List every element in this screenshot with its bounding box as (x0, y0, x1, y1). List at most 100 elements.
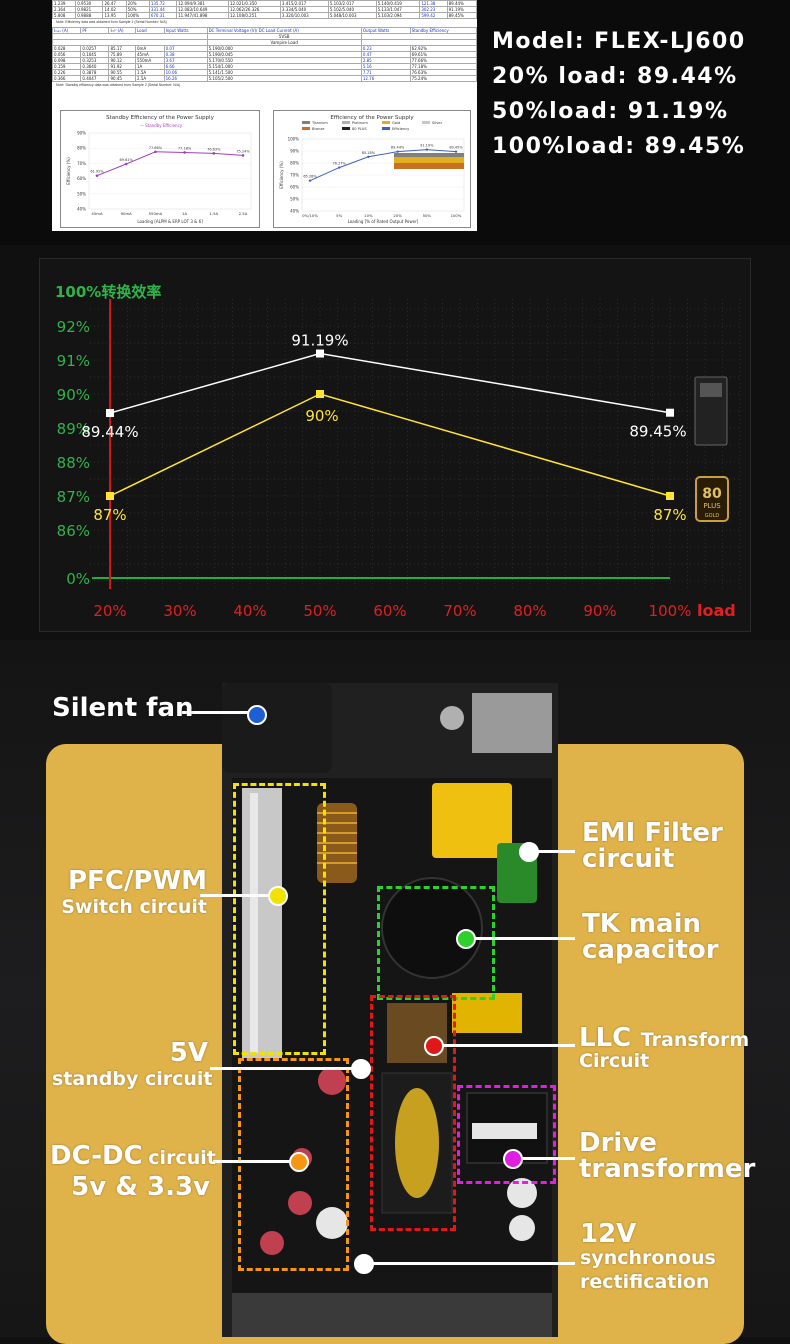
mini-chart-2-point (367, 155, 370, 158)
badge-80plus-gold (695, 476, 729, 522)
chart-data-label: 87% (653, 506, 686, 524)
mini-chart-2-legend-swatch (342, 127, 350, 130)
drive-line-2: transformer (579, 1154, 756, 1184)
mini-chart-2-band (394, 163, 464, 169)
mini-chart-2-ylabel: Efficiency (%) (279, 161, 284, 189)
mini-chart-1-ytick: 60% (77, 176, 86, 181)
mini-chart-2-legend-label: Titanium (311, 121, 328, 125)
mini-chart-1-label: 61.92% (90, 170, 104, 174)
emi-marker-dot (519, 842, 539, 862)
standby-label: 5V standby circuit (52, 1040, 213, 1092)
mini-chart-2-point (308, 179, 312, 182)
chart-y-tick: 86% (57, 522, 90, 540)
mini-chart-1-ytick: 80% (77, 146, 86, 151)
v12-line-1: 12V (580, 1219, 637, 1249)
report-cell: 670.31 (148, 12, 178, 19)
tk-line-1: TK main (582, 909, 701, 939)
chart-y-tick: 91% (57, 352, 90, 370)
dcdc-line-2: 5v & 3.3v (71, 1172, 210, 1202)
chart-title: 100%转换效率 (55, 283, 161, 301)
mini-chart-2-ytick: 50% (290, 197, 299, 202)
llc-small-2: Circuit (579, 1050, 650, 1072)
llc-label: LLC Transform Circuit (579, 1025, 749, 1072)
report-cell: 11.947/41.898 (176, 12, 230, 19)
report-cell: 90.45 (108, 75, 137, 82)
drive-leader-line (518, 1157, 575, 1160)
chart-x-tick: 80% (513, 602, 546, 620)
tk-marker-dot (456, 929, 476, 949)
chart-x-tick: 20% (93, 602, 126, 620)
mini-chart-1-line (96, 151, 244, 177)
dcdc-small: circuit (148, 1147, 216, 1169)
mini-chart-1-point (154, 150, 157, 154)
mini-chart-2-xtick: 5% (336, 213, 342, 218)
drive-label: Drive transformer (579, 1130, 755, 1182)
mini-chart-2-legend-label: Platinum (352, 121, 368, 125)
pfc-leader-line (200, 894, 270, 897)
drive-marker-dot (503, 1149, 523, 1169)
load-100-label: 100%load: 89.45% (492, 134, 746, 159)
tk-label: TK main capacitor (582, 911, 719, 963)
load-50-label: 50%load: 91.19% (492, 99, 729, 124)
report-cell: 16.26 (163, 75, 208, 82)
report-cell: 0.366 (52, 75, 82, 82)
drive-transformer-highlight-box (457, 1085, 556, 1184)
v12-marker-dot (354, 1254, 374, 1274)
mini-chart-2-label: 89.44% (391, 146, 405, 150)
emi-leader-line (525, 850, 575, 853)
drive-line-1: Drive (579, 1128, 657, 1158)
fan-marker-dot (247, 705, 267, 725)
report-cell: 5.808 (52, 12, 77, 19)
chart-series-marker (666, 408, 674, 417)
pfc-subtitle: Switch circuit (61, 896, 208, 918)
chart-y-tick: 87% (57, 488, 90, 506)
mini-chart-1-ylabel: Efficiency (%) (66, 157, 71, 185)
mini-chart-2-label: 85.18% (362, 151, 376, 155)
chart-series-marker (316, 390, 324, 398)
dcdc-marker-dot (289, 1152, 309, 1172)
mini-chart-1-xtick: 45mA (91, 211, 103, 216)
mini-chart-1-xtick: 1A (182, 211, 187, 216)
chart-x-tick: 90% (583, 602, 616, 620)
chart-y-tick: 90% (57, 386, 90, 404)
mini-chart-1-plot (88, 132, 252, 210)
chart-series-marker (106, 492, 114, 500)
chart-x-tick: 40% (233, 602, 266, 620)
report-cell: 0.4047 (80, 75, 110, 82)
chart-data-label: 89.45% (629, 423, 686, 441)
mini-chart-2-legend-label: Bronze (312, 127, 325, 131)
psu-product-icon-vent (700, 383, 722, 397)
mini-chart-2-point (425, 148, 428, 151)
llc-marker-dot (424, 1036, 444, 1056)
mini-chart-1-title: Standby Efficiency of the Power Supply (106, 115, 214, 121)
standby-marker-dot (351, 1059, 371, 1079)
report-cell: 5.105/2.500 (206, 75, 362, 82)
load-20-label: 20% load: 89.44% (492, 64, 738, 89)
chart-series-marker (316, 349, 324, 358)
mini-chart-2-xtick: 20% (393, 213, 402, 218)
fan-leader-line (182, 711, 248, 714)
model-spec-block: Model: FLEX-LJ600 20% load: 89.44% 50%lo… (492, 24, 746, 164)
chart-x-tick: 100% (649, 602, 692, 620)
tk-leader-line (470, 937, 575, 940)
standby-line-2: standby circuit (52, 1068, 213, 1090)
standby-leader-line (210, 1067, 355, 1070)
model-label: Model: FLEX-LJ600 (492, 29, 746, 54)
pfc-title: PFC/PWM (68, 866, 208, 896)
psu-fan-housing (222, 683, 332, 773)
chart-data-label: 89.44% (81, 423, 138, 441)
chart-data-label: 87% (93, 506, 126, 524)
mini-chart-1-point (241, 154, 245, 157)
mini-chart-1-xlabel: Loading [ALPM & ERP LOT 3 & 6] (137, 219, 203, 224)
report-cell: 89.45% (446, 12, 477, 19)
mini-chart-2-line (309, 149, 457, 182)
mini-chart-2-ytick: 90% (290, 149, 299, 154)
mini-chart-2-point (338, 166, 341, 169)
chart-data-label: 90% (305, 407, 338, 425)
report-cell: 0.9888 (75, 12, 104, 19)
